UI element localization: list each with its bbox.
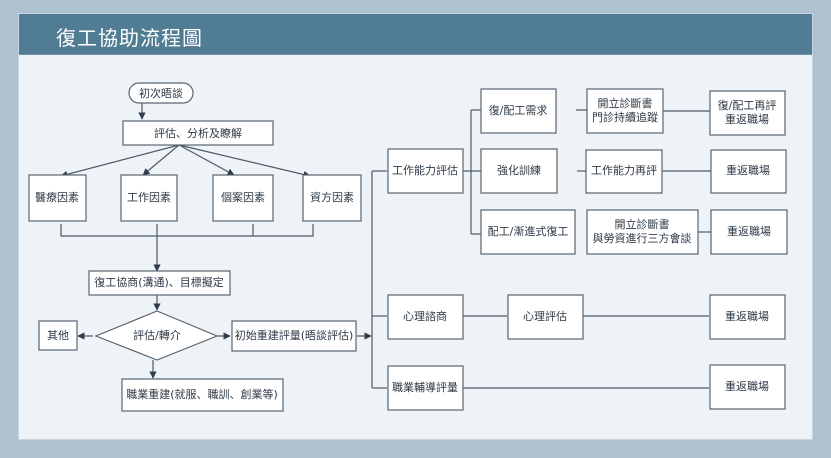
edge-assess-case <box>178 144 235 176</box>
svg-text:復/配工再評: 復/配工再評 <box>718 98 777 112</box>
edge-assess-work <box>142 144 180 176</box>
svg-text:工作因素: 工作因素 <box>127 191 171 204</box>
svg-text:醫療因素: 醫療因素 <box>35 190 79 204</box>
svg-text:重返職場: 重返職場 <box>726 163 770 177</box>
svg-text:資方因素: 資方因素 <box>310 190 354 204</box>
node-strengthen[interactable]: 強化訓練 <box>480 148 558 194</box>
node-work-ability[interactable]: 工作能力評估 <box>387 148 464 194</box>
svg-text:復/配工需求: 復/配工需求 <box>489 104 548 117</box>
node-return-4[interactable]: 重返職場 <box>709 294 786 340</box>
node-voc-rebuild[interactable]: 職業重建(就服、職訓、創業等) <box>121 378 284 412</box>
svg-text:工作能力評估: 工作能力評估 <box>392 163 458 177</box>
node-return-2[interactable]: 重返職場 <box>710 149 787 194</box>
node-initial-eval[interactable]: 初始重建評量(晤談評估) <box>231 320 357 352</box>
node-gradual[interactable]: 配工/漸進式復工 <box>480 209 576 255</box>
svg-text:初始重建評量(晤談評估): 初始重建評量(晤談評估) <box>235 328 354 342</box>
node-diag-tripartite[interactable]: 開立診斷書 與勞資進行三方會談 <box>586 209 699 255</box>
node-work-reassess[interactable]: 工作能力再評 <box>585 149 663 194</box>
node-decision[interactable]: 評估/轉介 <box>94 310 219 361</box>
svg-text:門診持續追蹤: 門診持續追蹤 <box>592 110 658 124</box>
svg-text:重返職場: 重返職場 <box>727 224 771 238</box>
svg-text:評估/轉介: 評估/轉介 <box>133 328 181 342</box>
node-voc-guidance[interactable]: 職業輔導評量 <box>387 365 464 411</box>
node-negotiate[interactable]: 復工協商(溝通)、目標擬定 <box>88 270 231 296</box>
page-title: 復工協助流程圖 <box>56 26 203 50</box>
svg-text:重返職場: 重返職場 <box>725 112 769 126</box>
node-return-5[interactable]: 重返職場 <box>709 364 786 410</box>
svg-text:初次晤談: 初次晤談 <box>139 86 183 100</box>
flowchart-diagram: 初次晤談 評估、分析及瞭解 醫療因素 工作因素 個案因素 資方因素 復工協商(溝… <box>28 82 788 412</box>
svg-text:職業重建(就服、職訓、創業等): 職業重建(就服、職訓、創業等) <box>126 387 278 401</box>
edges <box>60 103 712 389</box>
node-factor-employer[interactable]: 資方因素 <box>302 174 362 222</box>
node-start[interactable]: 初次晤談 <box>128 82 194 104</box>
node-factor-medical[interactable]: 醫療因素 <box>28 174 87 222</box>
svg-text:重返職場: 重返職場 <box>725 379 769 393</box>
svg-text:評估、分析及瞭解: 評估、分析及瞭解 <box>154 126 242 140</box>
svg-text:心理諮商: 心理諮商 <box>403 309 447 323</box>
node-reassess-return[interactable]: 復/配工再評 重返職場 <box>709 90 786 136</box>
node-assess[interactable]: 評估、分析及瞭解 <box>122 120 274 146</box>
svg-text:開立診斷書: 開立診斷書 <box>598 96 653 110</box>
node-return-need[interactable]: 復/配工需求 <box>480 88 557 134</box>
edge-assess-employer <box>178 144 311 179</box>
svg-text:職業輔導評量: 職業輔導評量 <box>392 380 458 394</box>
svg-text:強化訓練: 強化訓練 <box>497 163 541 177</box>
svg-text:開立診斷書: 開立診斷書 <box>615 217 670 231</box>
svg-text:心理評估: 心理評估 <box>523 309 567 323</box>
svg-text:與勞資進行三方會談: 與勞資進行三方會談 <box>593 231 692 245</box>
svg-text:其他: 其他 <box>47 329 69 342</box>
node-return-3[interactable]: 重返職場 <box>710 209 788 255</box>
node-factor-work[interactable]: 工作因素 <box>120 174 178 222</box>
edge-assess-medical <box>60 144 180 178</box>
flowchart-panel: 復工協助流程圖 <box>18 13 813 440</box>
node-diag-follow[interactable]: 開立診斷書 門診持續追蹤 <box>586 88 664 134</box>
node-psych-counsel[interactable]: 心理諮商 <box>387 294 464 340</box>
edge-factors-merge <box>60 224 314 237</box>
svg-text:重返職場: 重返職場 <box>725 309 769 323</box>
header-bar: 復工協助流程圖 <box>19 14 812 55</box>
svg-text:工作能力再評: 工作能力再評 <box>591 163 657 177</box>
svg-text:復工協商(溝通)、目標擬定: 復工協商(溝通)、目標擬定 <box>94 275 224 289</box>
node-other[interactable]: 其他 <box>38 320 78 351</box>
svg-text:配工/漸進式復工: 配工/漸進式復工 <box>488 225 569 238</box>
node-factor-case[interactable]: 個案因素 <box>212 174 274 222</box>
node-psych-eval[interactable]: 心理評估 <box>507 294 584 340</box>
svg-text:個案因素: 個案因素 <box>221 190 265 204</box>
